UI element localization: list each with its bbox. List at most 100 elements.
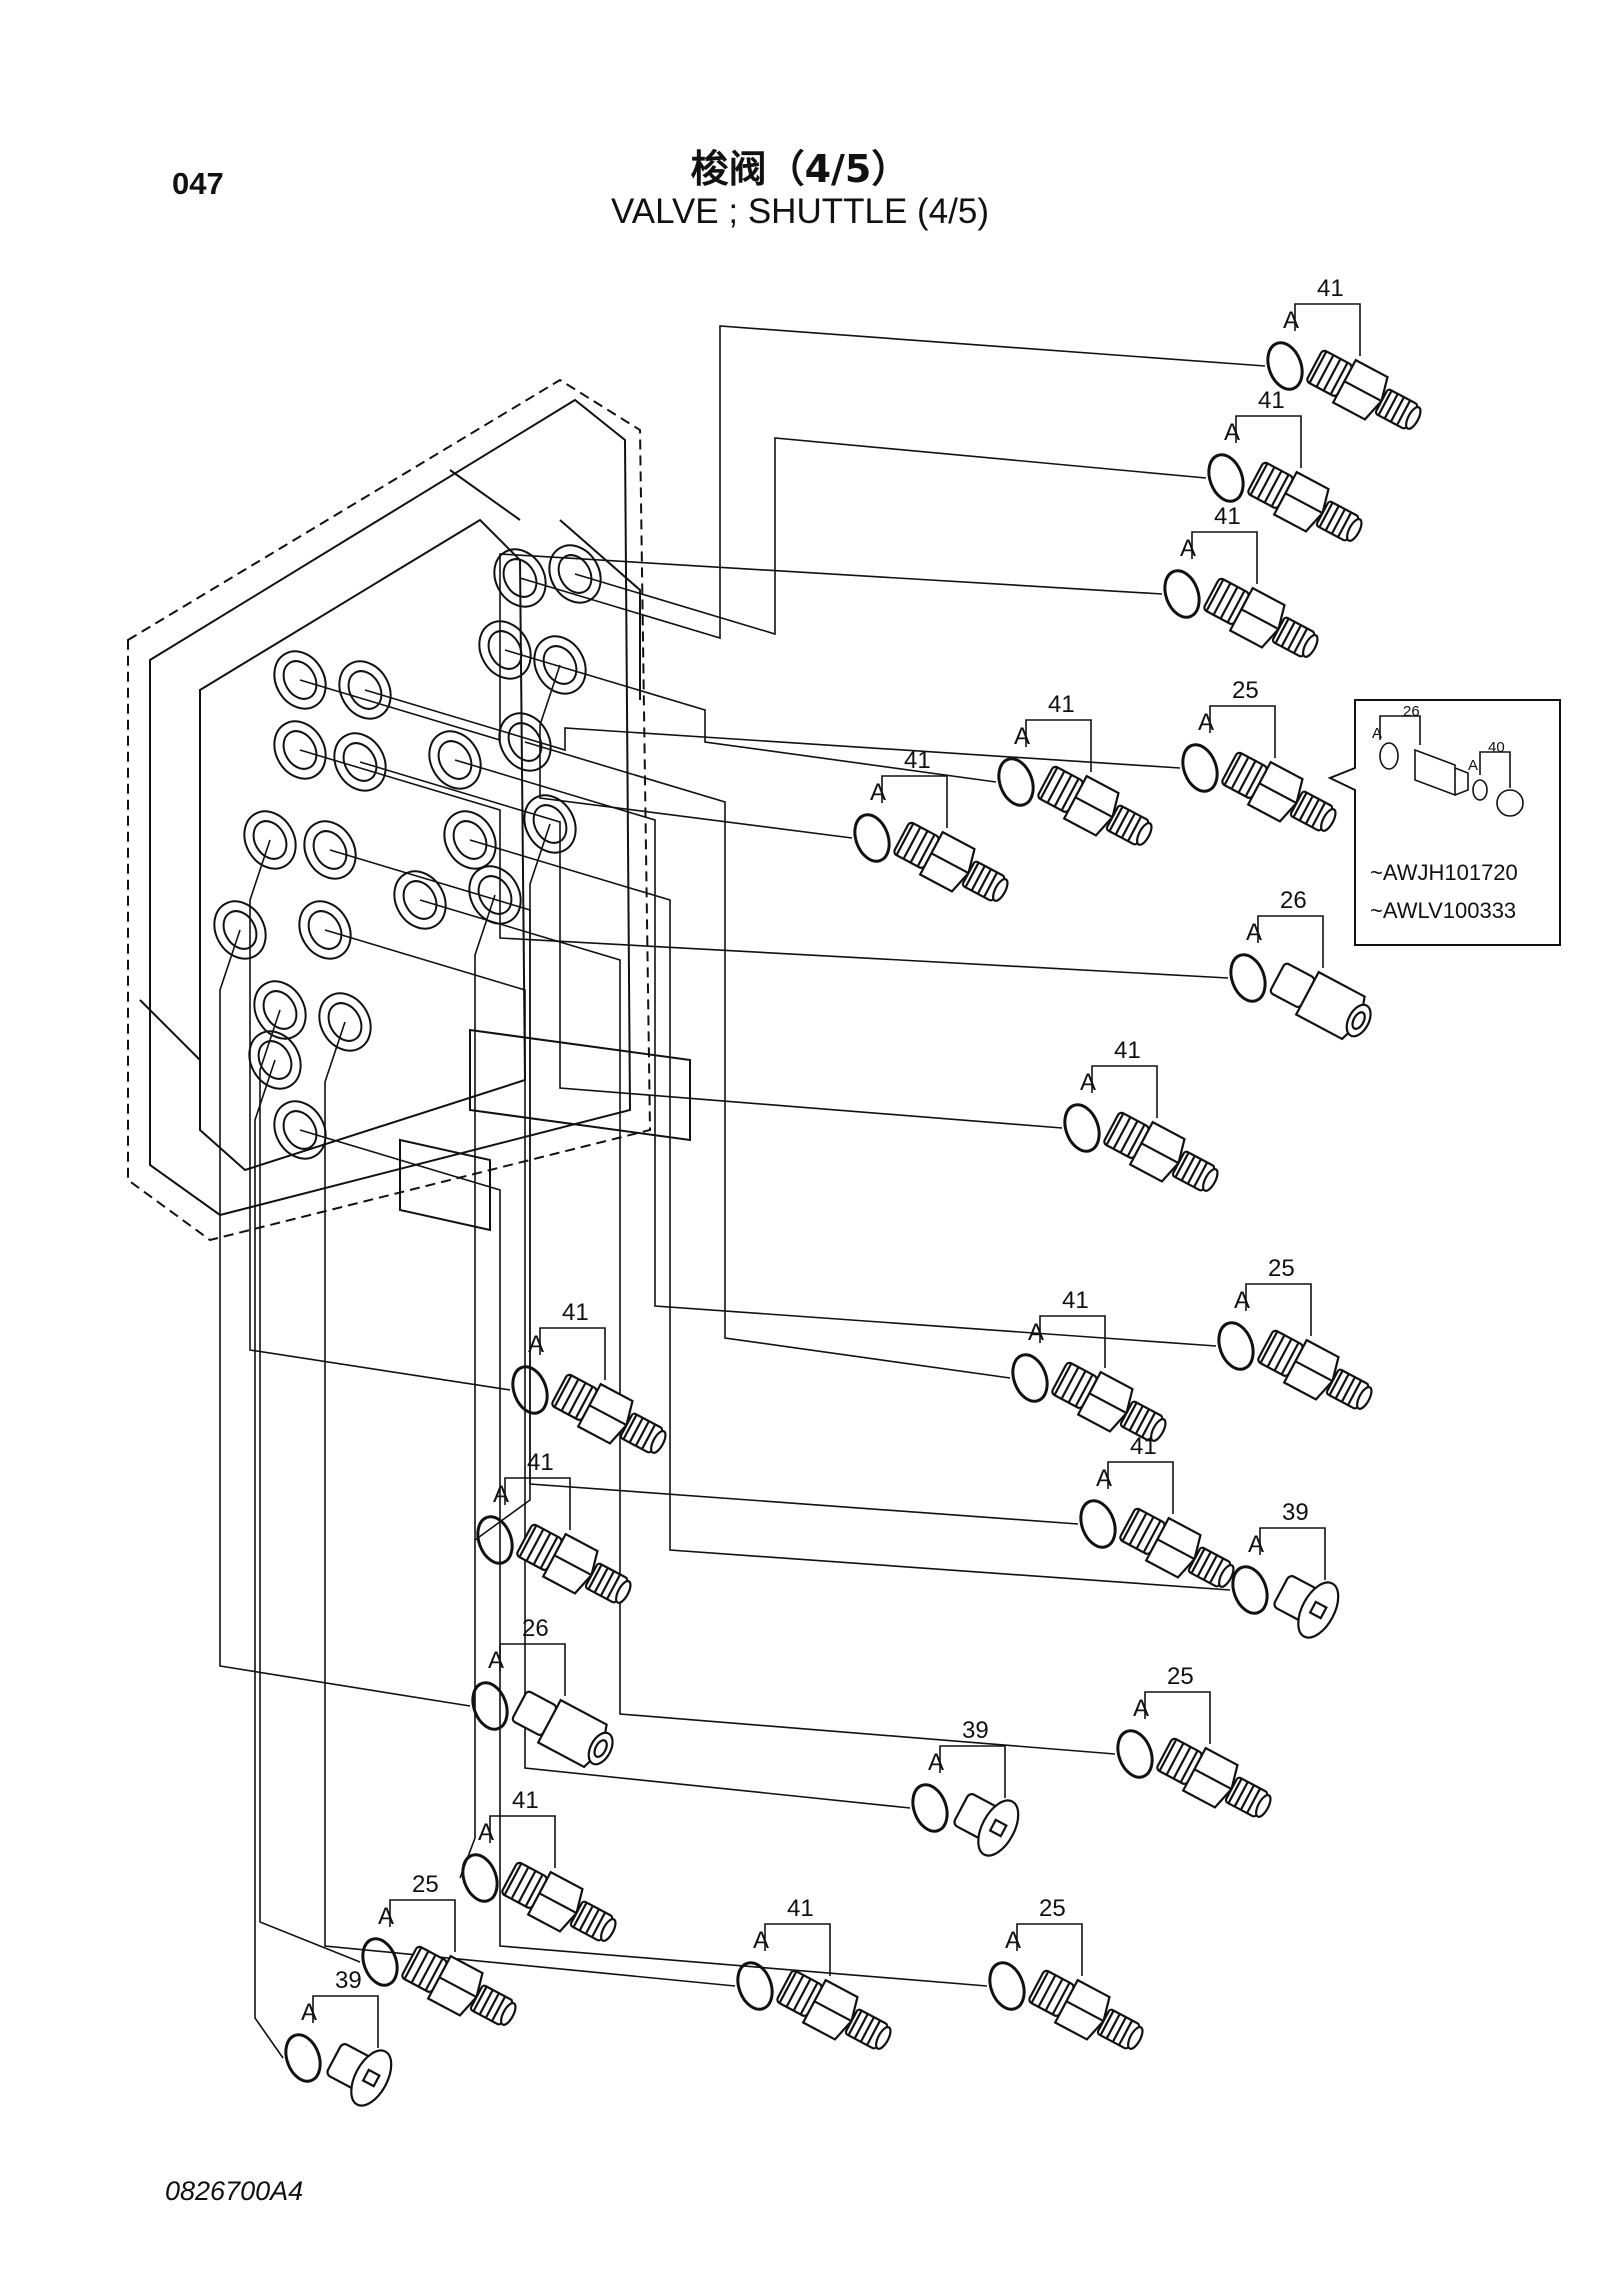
leader-line	[469, 839, 1231, 1591]
valve-port	[338, 660, 392, 720]
o-ring-label: A	[1198, 709, 1214, 736]
leader-line	[324, 1021, 736, 1987]
fitting-part	[1203, 577, 1319, 658]
o-ring-label: A	[488, 1647, 504, 1674]
valve-port	[393, 870, 447, 930]
part-number-label: 41	[1114, 1037, 1141, 1064]
page-code: 047	[172, 166, 224, 201]
o-ring	[853, 813, 891, 863]
callout-group: A39	[284, 1967, 393, 2107]
o-ring-label: A	[493, 1481, 509, 1508]
callout-group: A25	[988, 1895, 1144, 2050]
o-ring	[461, 1853, 499, 1903]
leader-line	[259, 1009, 361, 1963]
o-ring-label: A	[1224, 419, 1240, 446]
o-ring-label: A	[870, 779, 886, 806]
part-number-label: 39	[335, 1967, 362, 1994]
parts-callouts: A41A41A41A25A41A41A26A41A25A41A41A41A39A…	[284, 275, 1422, 2107]
o-ring	[476, 1515, 514, 1565]
leader-line	[359, 761, 1063, 1129]
inset-ring-label: A	[1372, 725, 1382, 742]
o-ring-label: A	[1283, 307, 1299, 334]
part-number-label: 26	[1280, 887, 1307, 914]
fitting-part	[1103, 1111, 1219, 1192]
valve-port	[303, 820, 357, 880]
callout-bracket	[1235, 415, 1302, 468]
leader-line	[474, 823, 551, 1541]
callout-bracket	[1257, 915, 1324, 968]
leader-line	[419, 899, 1116, 1755]
callout-group: A41	[461, 1787, 617, 1942]
fitting-part	[1028, 1969, 1144, 2050]
callout-bracket	[764, 1923, 831, 1976]
o-ring-label: A	[1248, 1531, 1264, 1558]
o-ring	[1011, 1353, 1049, 1403]
plug-part	[326, 2043, 393, 2107]
leader-line	[524, 741, 1011, 1379]
title-chinese: 梭阀（4/5）	[690, 147, 910, 191]
o-ring-label: A	[1246, 919, 1262, 946]
fitting-part	[1051, 1361, 1167, 1442]
callout-bracket	[312, 1995, 379, 2048]
callout-bracket	[499, 1643, 566, 1696]
valve-port	[318, 992, 372, 1052]
callout-group: A 41	[1207, 387, 1363, 542]
callout-bracket	[504, 1477, 571, 1530]
o-ring	[361, 1937, 399, 1987]
valve-port	[298, 900, 352, 960]
fitting-part	[501, 1861, 617, 1942]
callout-bracket	[1294, 303, 1361, 356]
callout-group: A41	[1163, 503, 1319, 658]
fitting-part	[893, 821, 1009, 902]
o-ring	[988, 1961, 1026, 2011]
fitting-part	[551, 1373, 667, 1454]
o-ring	[1266, 341, 1304, 391]
callout-bracket	[539, 1327, 606, 1380]
callout-group: A25	[361, 1871, 517, 2026]
part-number-label: 41	[1317, 275, 1344, 302]
callout-bracket	[939, 1745, 1006, 1798]
o-ring-label: A	[1080, 1069, 1096, 1096]
part-number-label: 41	[562, 1299, 589, 1326]
o-ring-label: A	[1234, 1287, 1250, 1314]
valve-port	[333, 732, 387, 792]
o-ring-label: A	[1014, 723, 1030, 750]
leader-line	[364, 689, 1181, 769]
leader-line	[324, 929, 911, 1809]
callout-bracket	[1016, 1923, 1083, 1976]
callout-group: A 26	[1229, 887, 1372, 1041]
part-number-label: 41	[1062, 1287, 1089, 1314]
part-number-label: 41	[1258, 387, 1285, 414]
inset-ring-label-2: A	[1468, 757, 1478, 774]
callout-group: A25	[1217, 1255, 1373, 1410]
o-ring-label: A	[1028, 1319, 1044, 1346]
callout-group: A41	[736, 1895, 892, 2050]
valve-port	[248, 1030, 302, 1090]
valve-block-drawing	[127, 378, 691, 1242]
callout-bracket	[1209, 705, 1276, 758]
valve-ports	[213, 544, 602, 1160]
o-ring	[1163, 569, 1201, 619]
leader-line	[454, 759, 1217, 1347]
leader-line	[329, 849, 1079, 1525]
callout-group: A41	[511, 1299, 667, 1454]
fitting-part	[1221, 751, 1337, 832]
valve-port	[253, 980, 307, 1040]
fitting-part	[1037, 765, 1153, 846]
drawing-number: 0826700A4	[165, 2176, 304, 2206]
o-ring	[471, 1681, 509, 1731]
o-ring-label: A	[478, 1819, 494, 1846]
valve-port	[428, 730, 482, 790]
adapter-part	[1269, 962, 1372, 1041]
plug-part	[1273, 1575, 1340, 1639]
o-ring	[511, 1365, 549, 1415]
valve-port	[468, 865, 522, 925]
o-ring-label: A	[753, 1927, 769, 1954]
o-ring	[1079, 1499, 1117, 1549]
serial-range-2: ~AWLV100333	[1370, 898, 1516, 923]
valve-port	[533, 635, 587, 695]
o-ring	[284, 2033, 322, 2083]
callout-group: A41	[1079, 1433, 1235, 1588]
valve-port	[273, 650, 327, 710]
part-number-label: 25	[412, 1871, 439, 1898]
